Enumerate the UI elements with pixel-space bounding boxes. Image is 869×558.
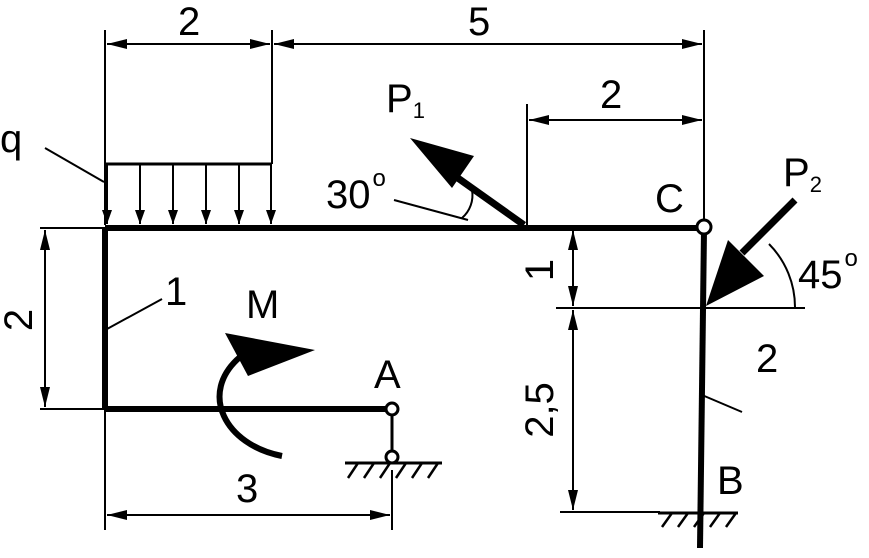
- support-a-hinge: [384, 449, 400, 465]
- ground-support-b: [658, 511, 738, 528]
- angle-p2-label: 45o: [798, 245, 858, 297]
- dim-left-height-label: 2: [0, 309, 41, 331]
- label-rod1: 1: [165, 270, 187, 314]
- angle-p2-unit: o: [845, 245, 858, 272]
- hinge-c: [695, 218, 713, 236]
- label-q: q: [0, 117, 22, 161]
- ground-support-a: [345, 461, 442, 479]
- angle-p1-unit: o: [373, 165, 386, 192]
- label-p2: P2: [783, 151, 822, 197]
- dimension-lines: [40, 30, 705, 530]
- angle-p1-label: 30o: [326, 165, 386, 217]
- rod2-leader: [701, 394, 743, 413]
- label-rod2: 2: [756, 337, 778, 381]
- dim-p2-to-b-label: 2,5: [518, 382, 562, 438]
- p2-arrow-head: [706, 240, 764, 306]
- dim-top-span-label: 5: [468, 0, 490, 44]
- p2-arrow-shaft: [739, 197, 798, 256]
- p1-arrow-shaft: [452, 173, 527, 228]
- label-b: B: [717, 459, 744, 503]
- moment-arrow-head: [225, 333, 315, 376]
- label-p1: P1: [386, 77, 425, 123]
- rod1-leader: [106, 298, 163, 330]
- moment-m: [216, 333, 315, 459]
- p1-angle-ref: [393, 199, 469, 221]
- label-m: M: [246, 283, 279, 327]
- p1-angle-arc: [461, 189, 474, 219]
- label-p2-sub: 2: [810, 172, 822, 197]
- p1-arrow-head: [410, 138, 474, 188]
- q-leader: [44, 147, 105, 183]
- moment-arc: [216, 354, 283, 459]
- distributed-load: [44, 147, 276, 224]
- frame-structure: [102, 225, 707, 549]
- dim-c-offset-label: 2: [600, 73, 622, 117]
- label-a: A: [374, 353, 401, 397]
- p2-angle-arc: [768, 243, 797, 309]
- label-p1-sub: 1: [413, 98, 425, 123]
- dim-load-length-label: 2: [178, 0, 200, 44]
- dim-bottom-span-label: 3: [236, 467, 258, 511]
- force-p1: [393, 138, 527, 228]
- hinge-a: [384, 401, 400, 417]
- dim-c-to-p2-label: 1: [518, 259, 562, 281]
- label-c: C: [655, 177, 684, 221]
- right-rod: [697, 229, 707, 549]
- force-p2: [705, 197, 805, 309]
